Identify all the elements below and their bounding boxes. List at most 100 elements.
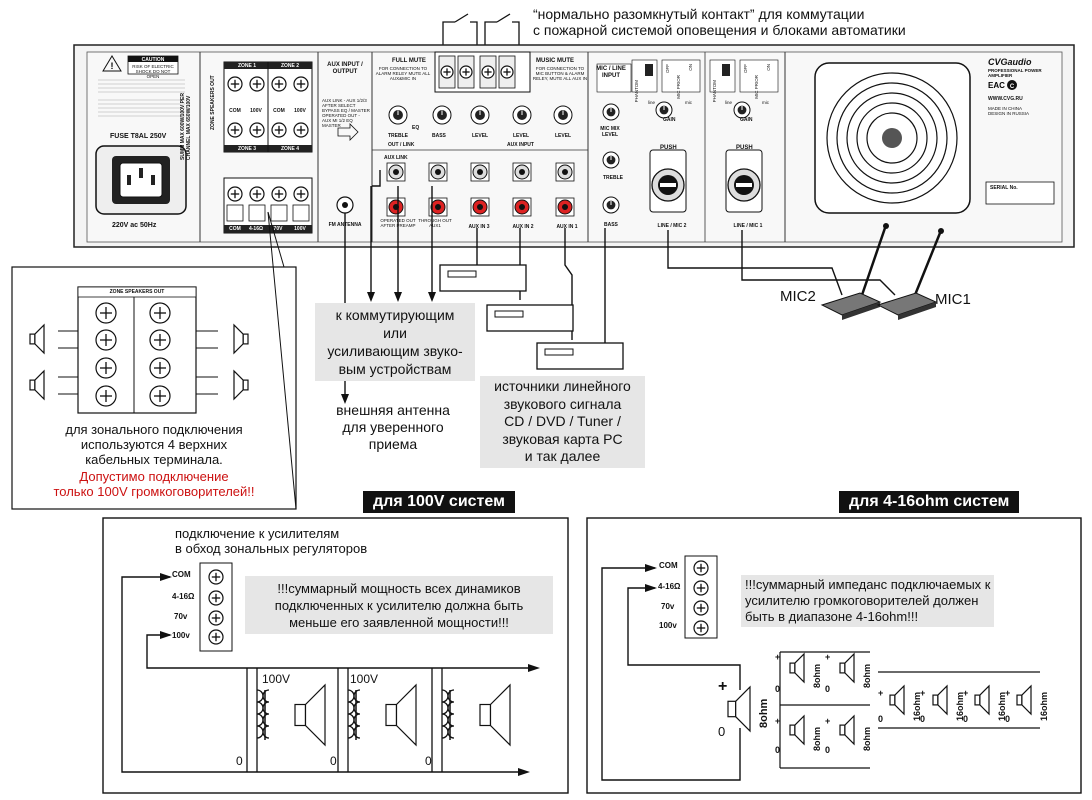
sys100-zero-2: 0	[330, 754, 337, 768]
zone-com-left: COM	[229, 108, 241, 114]
zone-100v-left: 100V	[250, 108, 262, 114]
speaker-icon	[932, 684, 948, 716]
plus-sign-6: +	[963, 688, 969, 698]
brand-sub: PROFESSIONAL POWER AMPLIFIER	[988, 68, 1042, 78]
push-label-2: PUSH	[660, 145, 677, 151]
top-note-line2: с пожарной системой оповещения и блоками…	[533, 22, 906, 38]
sys100-note: !!!суммарный мощность всех динамиков под…	[274, 581, 524, 630]
sys100-term-com: COM	[172, 570, 191, 579]
out-link-title: OUT / LINK	[388, 142, 415, 148]
plus-sign-1: +	[825, 652, 831, 662]
screw-terminal	[227, 186, 243, 202]
full-mute-desc: FOR CONNECTION TO ALARM RELEY MUTE ALL A…	[375, 66, 431, 81]
sys100-tap-2: 100V	[350, 672, 379, 686]
source-devices	[439, 264, 624, 370]
zone1-label: ZONE 1	[237, 63, 257, 69]
zero-sign-0: 0	[775, 684, 781, 694]
aux1-label: AUX IN 1	[556, 224, 578, 230]
screw-terminal	[95, 329, 117, 351]
sys100-term-70v: 70v	[174, 612, 188, 621]
screw-terminal	[208, 610, 224, 626]
zone-inset-frame	[11, 211, 297, 510]
aux-link-label: AUX LINK	[384, 155, 408, 161]
speaker-icon	[294, 683, 326, 747]
speaker-icon	[233, 323, 249, 355]
rca-jack-white	[512, 162, 532, 182]
screw-terminal	[208, 629, 224, 645]
aux-io-section	[336, 123, 359, 214]
aux-io-title: AUX INPUT / OUTPUT	[327, 62, 363, 75]
zone3-label: ZONE 3	[237, 146, 257, 152]
screw-terminal	[149, 302, 171, 324]
rca-jack-red	[512, 197, 532, 217]
screw-terminal	[293, 186, 309, 202]
operated-out-label: OPERATED OUT AFTER PREAMP	[380, 218, 416, 228]
mic-mix-level-label: MIC MIX LEVEL	[600, 126, 620, 138]
line-mic2-label: LINE / MIC 2	[657, 223, 687, 229]
rca-jack-red	[555, 197, 575, 217]
zero-sign-3: 0	[825, 745, 831, 755]
rca-jack-red	[428, 197, 448, 217]
fan-grille	[814, 62, 971, 214]
level-label-1: LEVEL	[472, 133, 489, 139]
screw-terminal	[149, 357, 171, 379]
serial-label: SERIAL No.	[990, 185, 1018, 191]
screw-terminal	[271, 122, 287, 138]
knob	[388, 105, 408, 125]
on-label-1: ON	[766, 64, 771, 71]
screw-terminal	[440, 65, 454, 79]
screw-terminal	[481, 65, 495, 79]
zero-sign-1: 0	[825, 684, 831, 694]
screw-terminal	[693, 600, 709, 616]
rca-jack-white	[555, 162, 575, 182]
knob	[602, 103, 620, 121]
website-label: WWW.CVG.RU	[988, 96, 1023, 102]
sys16-note-box: !!!суммарный импеданс подключаемых к уси…	[733, 573, 1035, 629]
knob	[733, 101, 751, 119]
arrowheads	[341, 292, 436, 404]
screw-terminal	[249, 186, 265, 202]
sys16-plus-main: +	[718, 678, 728, 695]
microphones	[820, 223, 944, 320]
eac-logo: EAC C	[988, 80, 1017, 90]
caution-sub: RISK OF ELECTRIC SHOCK DO NOT OPEN	[132, 64, 174, 79]
transformer-speaker	[337, 668, 417, 772]
speaker-icon	[385, 683, 417, 747]
sys100-zero-1: 0	[236, 754, 243, 768]
speaker-icon	[889, 684, 905, 716]
sys16-term-100v: 100v	[659, 621, 677, 630]
out-70v: 70V	[273, 226, 283, 232]
sys16-term-ohm: 4-16Ω	[658, 582, 681, 591]
screw-terminal	[693, 620, 709, 636]
mic-prior-label-2: MIC PRIOR	[676, 75, 681, 99]
inset-title: ZONE SPEAKERS OUT	[109, 289, 165, 295]
fan-ring	[826, 72, 958, 204]
mic-line-input-title: MIC / LINE INPUT	[596, 66, 626, 79]
sources-caption: источники линейного звукового сигнала CD…	[494, 378, 631, 464]
treble-label: TREBLE	[388, 133, 408, 139]
speaker-icon	[839, 714, 855, 746]
zone-speakers-out-label: ZONE SPEAKERS OUT	[210, 75, 216, 130]
plus-sign-5: +	[920, 688, 926, 698]
through-out-label: THROUGH OUT AUX1	[418, 218, 452, 228]
terminal-slot	[292, 204, 310, 222]
mic-label-2: mic	[685, 100, 692, 105]
switching-caption: к коммутирующим или усиливающим звуко- в…	[327, 307, 463, 377]
aux2-label: AUX IN 2	[512, 224, 534, 230]
speaker-icon	[789, 652, 805, 684]
speaker-icon	[29, 323, 45, 355]
speaker-icon	[974, 684, 990, 716]
sys16-main-8ohm: 8ohm	[758, 698, 770, 728]
screw-terminal	[149, 329, 171, 351]
on-label-2: ON	[688, 64, 693, 71]
fan-ring	[866, 112, 918, 164]
sys100-zero-3: 0	[425, 754, 432, 768]
rca-jack-white	[428, 162, 448, 182]
small-16ohm-4: 16ohm	[1039, 692, 1049, 722]
transformer-speaker	[431, 668, 511, 772]
rca-jack-white	[386, 162, 406, 182]
screw-terminal	[95, 385, 117, 407]
terminal-slot	[270, 204, 288, 222]
zero-sign-6: 0	[963, 714, 969, 724]
zero-sign-5: 0	[920, 714, 926, 724]
